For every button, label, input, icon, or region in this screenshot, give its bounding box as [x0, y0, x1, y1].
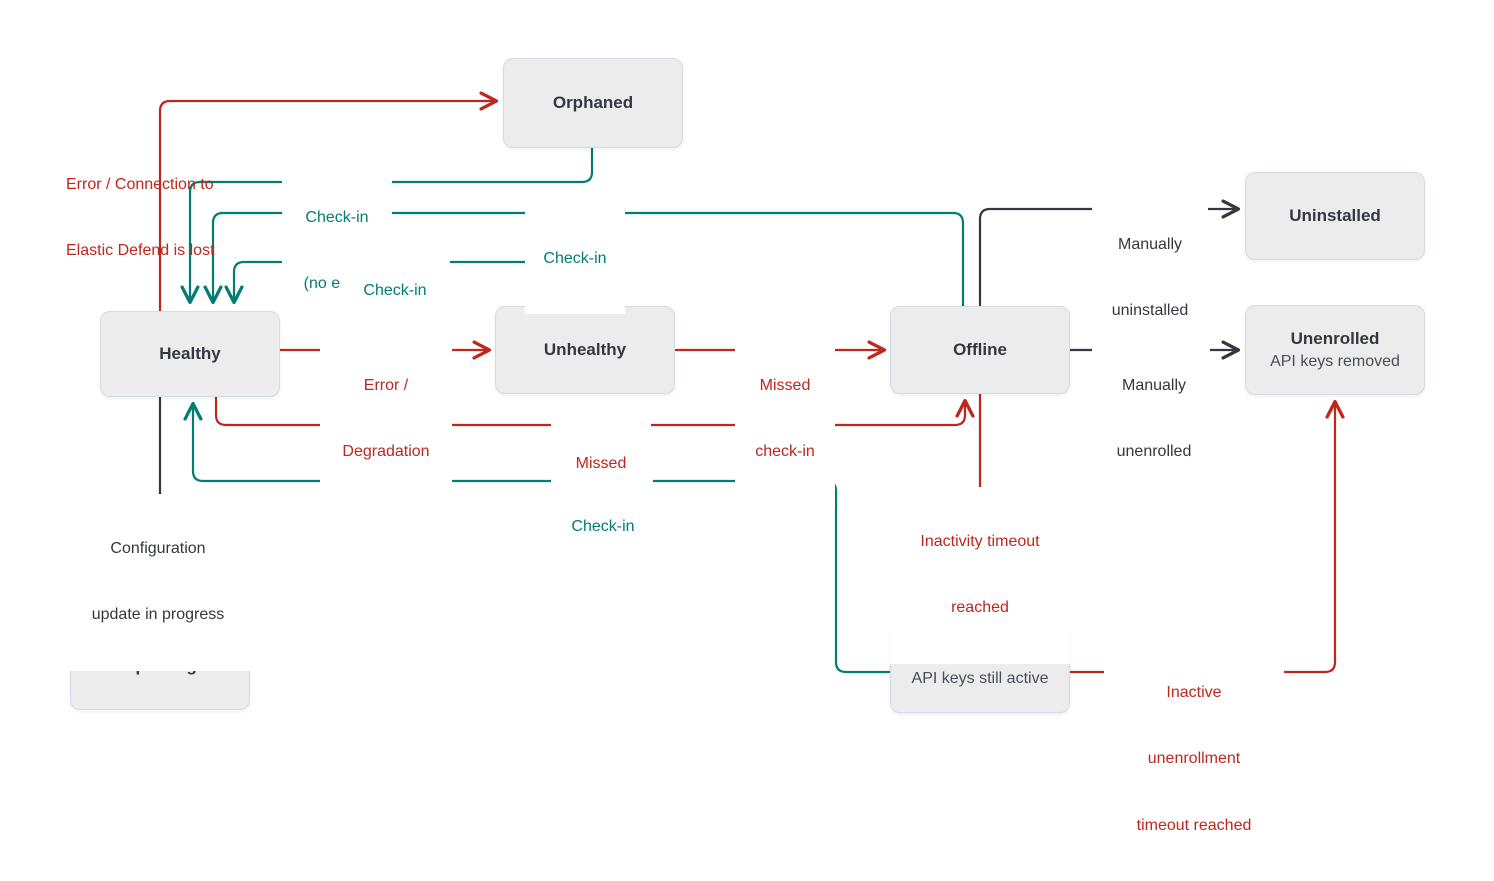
edge-label-offline-to-healthy: Check-in	[525, 204, 625, 315]
edge-label-inactive-to-unenrolled-line3: timeout reached	[1136, 816, 1252, 834]
edge-label-orphaned-to-healthy-line1: Check-in	[305, 209, 369, 227]
edge-label-healthy-to-unhealthy-line2: Degradation	[342, 443, 430, 461]
node-unhealthy-title: Unhealthy	[543, 340, 627, 360]
node-unhealthy[interactable]: Unhealthy	[495, 306, 675, 394]
edge-label-unhealthy-to-offline: Missed check-in	[735, 331, 835, 508]
edge-label-offline-to-healthy-line1: Check-in	[543, 250, 607, 268]
edge-label-healthy-to-orphaned-line1: Error / Connection to	[66, 176, 214, 194]
node-offline-title: Offline	[953, 340, 1007, 360]
edge-label-healthy-to-offline-line1: Missed	[575, 455, 627, 473]
edge-label-offline-to-unenrolled: Manually unenrolled	[1098, 331, 1210, 508]
node-inactive-subtitle: API keys still active	[911, 670, 1049, 688]
edge-label-healthy-to-orphaned: Error / Connection to Elastic Defend is …	[66, 130, 316, 307]
edge-label-inactive-to-healthy: Check-in	[553, 472, 653, 583]
node-healthy[interactable]: Healthy	[100, 311, 280, 397]
edge-label-offline-to-unenrolled-line2: unenrolled	[1116, 443, 1192, 461]
edge-label-offline-to-inactive-line1: Inactivity timeout	[920, 533, 1040, 551]
node-uninstalled-title: Uninstalled	[1289, 206, 1381, 226]
edge-offline-to-uninstalled	[978, 209, 1238, 308]
node-orphaned[interactable]: Orphaned	[503, 58, 683, 148]
edge-label-inactive-to-unenrolled-line1: Inactive	[1166, 684, 1222, 702]
node-offline[interactable]: Offline	[890, 306, 1070, 394]
edge-label-unhealthy-to-offline-line2: check-in	[755, 443, 815, 461]
edge-label-healthy-to-orphaned-line2: Elastic Defend is lost	[66, 242, 215, 260]
edge-label-inactive-to-unenrolled-line2: unenrollment	[1147, 750, 1241, 768]
edge-label-offline-to-inactive: Inactivity timeout reached	[890, 487, 1070, 664]
node-unenrolled[interactable]: Unenrolled API keys removed	[1245, 305, 1425, 395]
edge-label-healthy-to-unhealthy: Error / Degradation	[320, 331, 452, 508]
edge-healthy-to-orphaned	[158, 101, 496, 313]
edge-label-healthy-to-unhealthy-line1: Error /	[363, 377, 409, 395]
node-orphaned-title: Orphaned	[552, 93, 634, 113]
edge-label-offline-to-uninstalled-line1: Manually	[1117, 236, 1183, 254]
edge-label-inactive-to-healthy-line1: Check-in	[571, 518, 635, 536]
edge-label-healthy-to-updating-line1: Configuration	[110, 540, 206, 558]
edge-inactive-to-unenrolled	[1067, 402, 1335, 674]
edge-label-offline-to-uninstalled-line2: uninstalled	[1111, 302, 1189, 320]
edge-label-unhealthy-to-offline-line1: Missed	[759, 377, 811, 395]
edge-label-unhealthy-to-healthy-line1: Check-in	[363, 282, 427, 300]
state-diagram-canvas: Orphaned Healthy Unhealthy Offline Unins…	[63, 58, 1425, 834]
edge-label-offline-to-inactive-line2: reached	[951, 599, 1009, 617]
edge-label-inactive-to-unenrolled: Inactive unenrollment timeout reached	[1104, 638, 1284, 881]
edge-label-healthy-to-updating: Configuration update in progress	[63, 494, 253, 671]
edge-label-offline-to-unenrolled-line1: Manually	[1121, 377, 1187, 395]
node-unenrolled-title: Unenrolled	[1290, 328, 1380, 348]
node-unenrolled-subtitle: API keys removed	[1270, 353, 1400, 371]
edge-label-healthy-to-updating-line2: update in progress	[91, 606, 225, 624]
node-healthy-title: Healthy	[159, 344, 221, 364]
node-uninstalled[interactable]: Uninstalled	[1245, 172, 1425, 260]
